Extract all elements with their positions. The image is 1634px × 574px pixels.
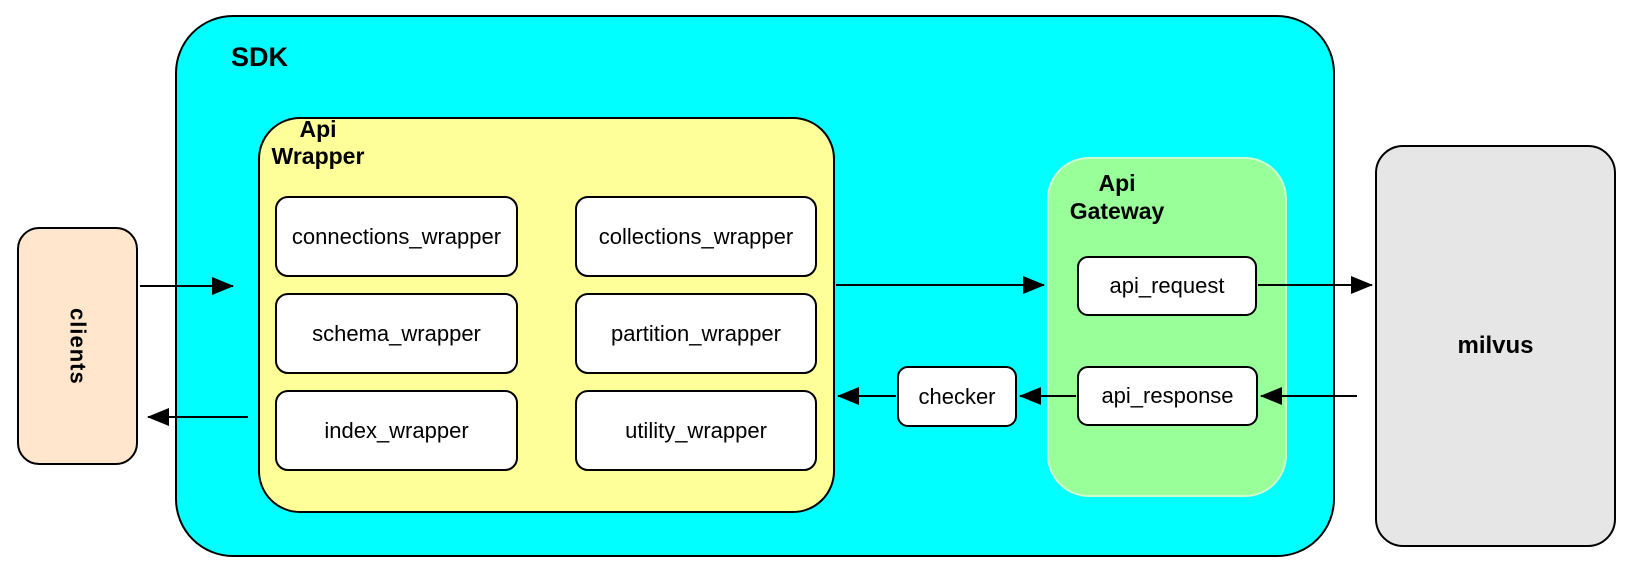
- schema-wrapper-node: schema_wrapper: [275, 293, 518, 374]
- connections-wrapper-node: connections_wrapper: [275, 196, 518, 277]
- partition-wrapper-node: partition_wrapper: [575, 293, 817, 374]
- api-response-node: api_response: [1077, 366, 1258, 426]
- api-request-node: api_request: [1077, 256, 1257, 316]
- clients-node: clients: [17, 227, 138, 465]
- milvus-node: milvus: [1375, 145, 1616, 547]
- collections-wrapper-node: collections_wrapper: [575, 196, 817, 277]
- api-wrapper-label-line2: Wrapper: [271, 143, 365, 169]
- milvus-label: milvus: [1457, 332, 1534, 359]
- api-wrapper-label-line1: Api: [299, 116, 337, 142]
- sdk-label: SDK: [231, 42, 289, 72]
- checker-node: checker: [897, 366, 1017, 427]
- utility-wrapper-node: utility_wrapper: [575, 390, 817, 471]
- api-gateway-label-line2: Gateway: [1069, 198, 1165, 224]
- api-gateway-label-line1: Api: [1098, 170, 1136, 196]
- index-wrapper-node: index_wrapper: [275, 390, 518, 471]
- clients-label: clients: [65, 307, 91, 385]
- api-gateway-label: Api Gateway: [1042, 169, 1192, 225]
- api-wrapper-label: Api Wrapper: [250, 116, 386, 170]
- api-gateway-container: [1047, 157, 1287, 497]
